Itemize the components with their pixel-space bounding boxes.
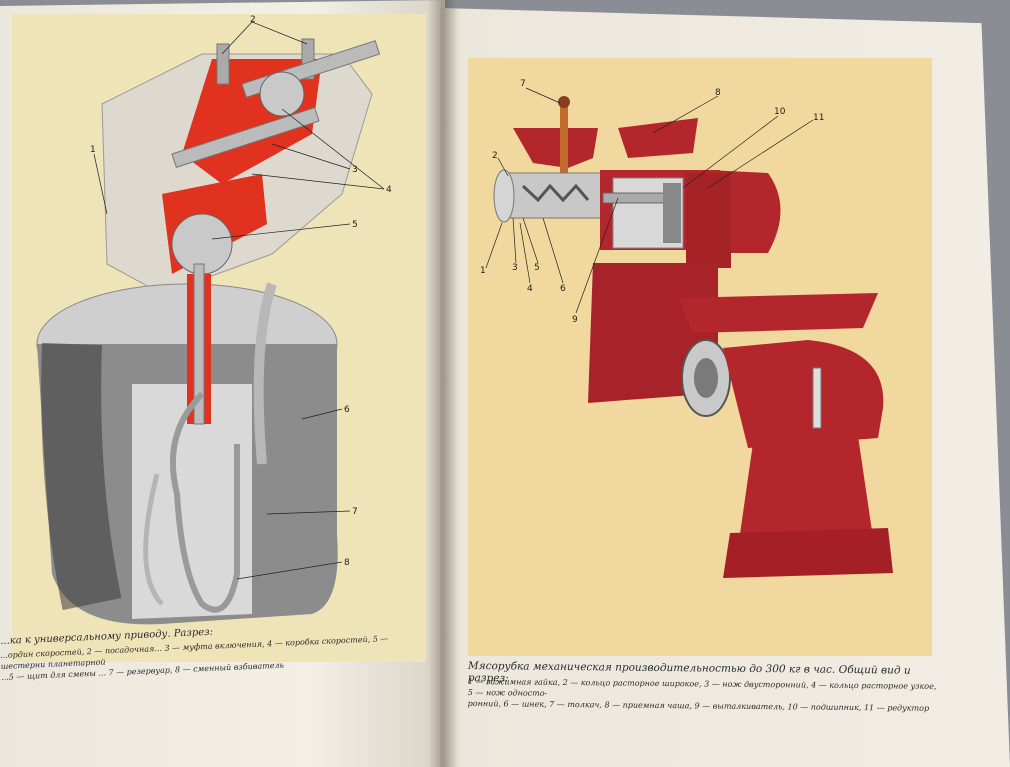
left-callout-4: 4 — [386, 185, 392, 195]
left-callout-1: 1 — [90, 145, 96, 155]
right-caption-body: 1 — зажимная гайка, 2 — кольцо расторное… — [468, 676, 938, 714]
right-callout-10: 10 — [774, 107, 786, 117]
right-callout-6: 6 — [560, 284, 566, 294]
left-callout-3: 3 — [352, 165, 358, 175]
left-callout-2: 2 — [250, 15, 256, 25]
right-callout-8: 8 — [715, 88, 721, 98]
meat-grinder-illustration: 7 8 10 11 2 1 3 5 4 6 9 — [480, 79, 893, 578]
book-gutter — [428, 0, 458, 767]
left-callout-6: 6 — [344, 405, 350, 415]
left-callout-7: 7 — [352, 507, 358, 517]
left-illustration-plate: 2 1 3 4 5 6 7 8 — [12, 14, 426, 662]
right-callout-1: 1 — [480, 266, 486, 276]
right-callout-2: 2 — [492, 151, 498, 161]
left-callout-8: 8 — [344, 558, 350, 568]
right-callout-9: 9 — [572, 315, 578, 325]
right-callout-7: 7 — [520, 79, 526, 89]
left-callout-5: 5 — [352, 220, 358, 230]
right-callout-3: 3 — [512, 263, 518, 273]
right-callout-11: 11 — [813, 113, 824, 123]
right-callout-4: 4 — [527, 284, 533, 294]
mixer-cutaway-illustration: 2 1 3 4 5 6 7 8 — [36, 15, 392, 625]
right-illustration-plate: 7 8 10 11 2 1 3 5 4 6 9 — [468, 58, 932, 656]
right-callout-5: 5 — [534, 263, 540, 273]
